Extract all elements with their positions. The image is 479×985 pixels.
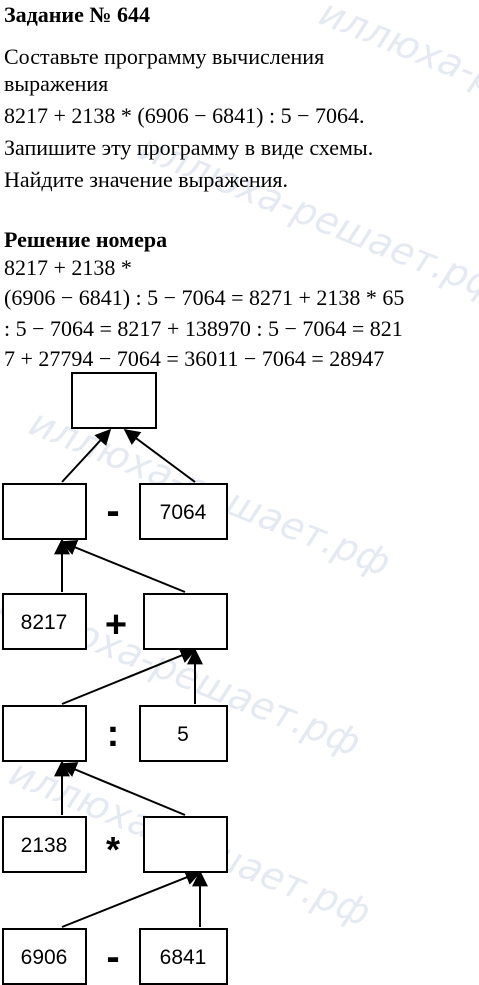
solution-line: 7 + 27794 − 7064 = 36011 − 7064 = 28947 xyxy=(4,346,385,371)
task-expression: 8217 + 2138 * (6906 − 6841) : 5 − 7064. xyxy=(4,103,365,128)
arrow xyxy=(61,648,197,705)
value-6841: 6841 xyxy=(160,946,207,969)
value-5: 5 xyxy=(177,723,189,746)
operand-box xyxy=(2,928,87,985)
operand-box xyxy=(2,483,87,540)
operand-box xyxy=(143,593,228,650)
operand-box xyxy=(139,705,228,762)
value-2138: 2138 xyxy=(21,834,68,857)
operator-minus: - xyxy=(106,489,119,533)
result-box xyxy=(71,372,157,429)
task-heading: Задание № 644 xyxy=(4,2,150,27)
arrow xyxy=(61,428,112,483)
operand-box xyxy=(2,816,87,873)
operand-box xyxy=(143,816,228,873)
operator-times: * xyxy=(106,829,120,870)
arrow xyxy=(61,869,202,928)
arrow xyxy=(60,762,186,816)
solution-title: Решение номера xyxy=(4,227,168,252)
task-text-line: Составьте программу вычисления xyxy=(4,44,325,69)
operand-box xyxy=(2,705,87,762)
solution-line: : 5 − 7064 = 8217 + 138970 : 5 − 7064 = … xyxy=(4,316,403,341)
value-7064: 7064 xyxy=(160,501,207,524)
solution-line: 8217 + 2138 * xyxy=(4,255,132,280)
solution-line: (6906 − 6841) : 5 − 7064 = 8271 + 2138 *… xyxy=(4,285,405,310)
value-6906: 6906 xyxy=(21,946,68,969)
task-text-line: Найдите значение выражения. xyxy=(4,167,289,192)
operator-plus: + xyxy=(105,604,127,646)
operand-box xyxy=(2,593,87,650)
task-text-line: выражения xyxy=(4,71,109,96)
operator-minus: - xyxy=(106,935,119,979)
operand-box xyxy=(139,928,228,985)
value-8217: 8217 xyxy=(21,611,68,634)
arrow xyxy=(123,429,196,483)
arrow xyxy=(60,540,186,593)
operand-box xyxy=(139,483,228,540)
task-text-line: Запишите эту программу в виде схемы. xyxy=(4,135,374,160)
operator-divide: : xyxy=(107,713,120,755)
